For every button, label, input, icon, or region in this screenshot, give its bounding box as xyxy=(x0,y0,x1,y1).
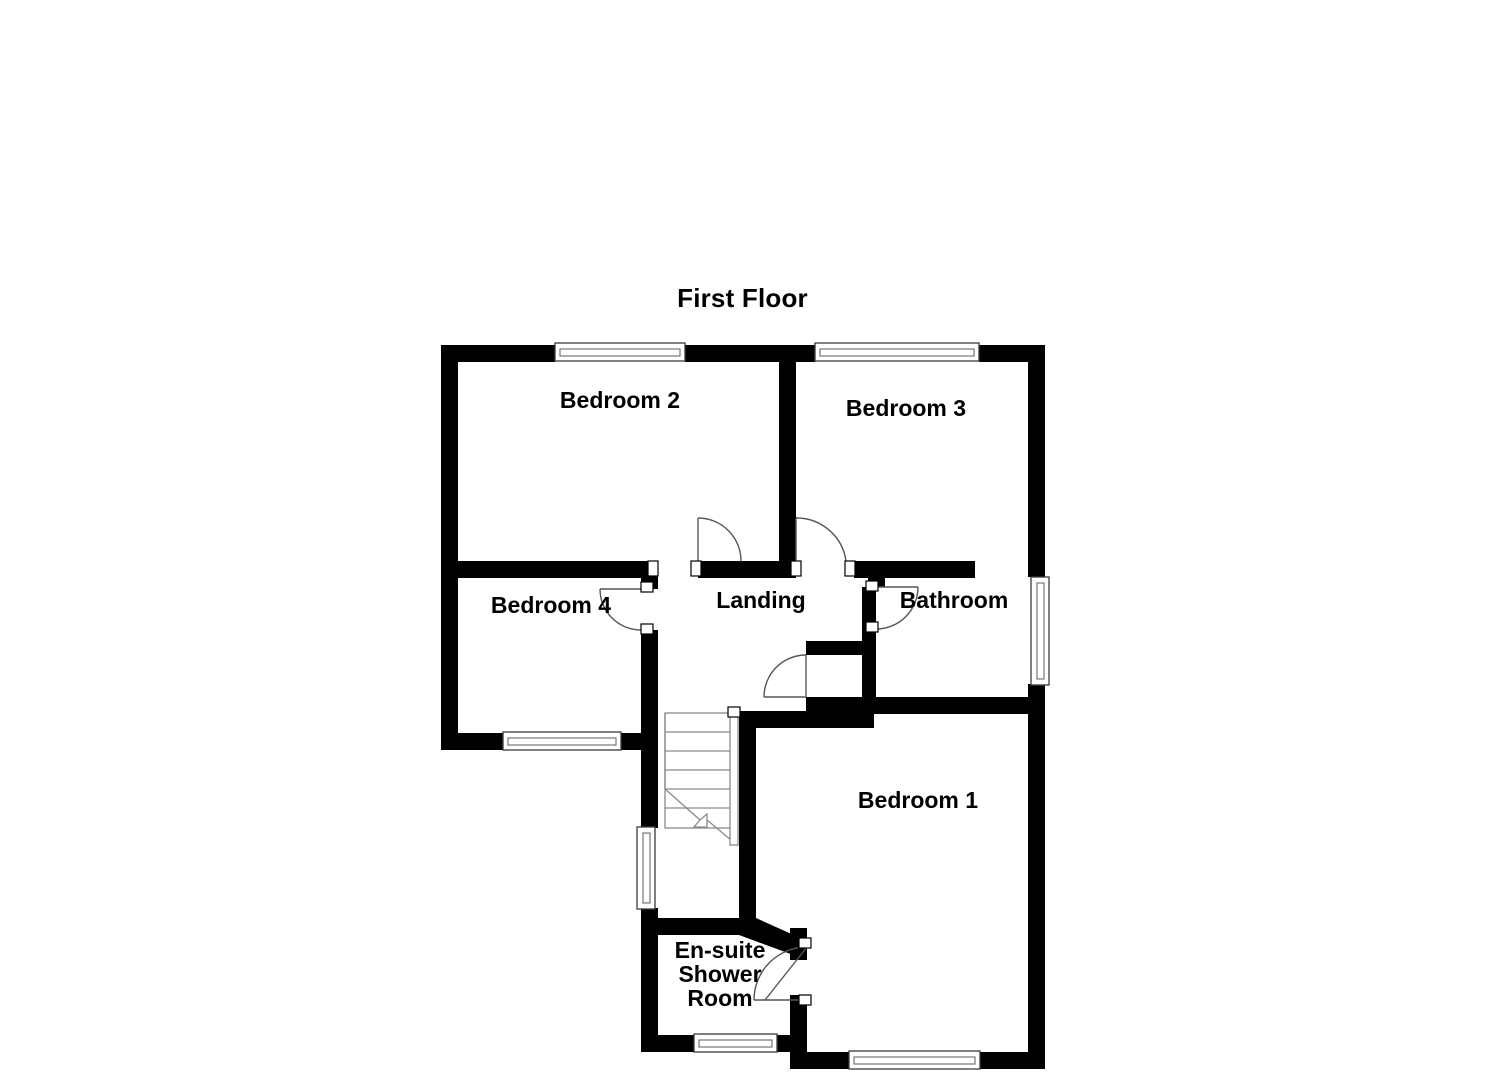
wall-west-stairs-lower xyxy=(641,908,658,1052)
room-label-ensuite-line1: En-suite xyxy=(675,937,766,963)
wall-airing-cupboard-east xyxy=(862,587,876,711)
walls-group xyxy=(441,345,1045,1069)
room-label-bedroom-2: Bedroom 2 xyxy=(560,387,680,413)
wall-east-upper xyxy=(1028,345,1045,577)
window-bedroom-1-south xyxy=(848,1050,981,1070)
window-bedroom-4-south xyxy=(502,731,622,751)
door-bedroom-4 xyxy=(599,581,654,635)
page-title: First Floor xyxy=(677,283,808,313)
wall-east-lower xyxy=(1028,711,1045,1069)
wall-mid-horizontal-b2 xyxy=(698,561,788,578)
wall-south-bedroom4-left xyxy=(441,733,503,750)
room-label-bedroom-4: Bedroom 4 xyxy=(491,592,611,618)
wall-bedroom1-west xyxy=(739,711,756,933)
door-bathroom xyxy=(865,580,919,633)
window-stairs-west xyxy=(636,826,656,910)
room-label-ensuite-line2: Shower xyxy=(678,961,761,987)
room-label-ensuite-line3: Room xyxy=(687,985,752,1011)
window-bedroom-2-north xyxy=(554,342,686,362)
wall-airing-cupboard-bottom xyxy=(806,697,876,711)
wall-ensuite-east xyxy=(790,995,807,1069)
wall-mid-horizontal-left xyxy=(441,561,650,578)
wall-top-left xyxy=(441,345,555,362)
door-bedroom-3 xyxy=(790,517,856,577)
room-label-bedroom-1: Bedroom 1 xyxy=(858,787,978,813)
wall-ensuite-north xyxy=(658,918,748,935)
room-label-bathroom: Bathroom xyxy=(900,587,1009,613)
room-label-bedroom-3: Bedroom 3 xyxy=(846,395,966,421)
room-label-landing: Landing xyxy=(716,587,805,613)
wall-west-upper xyxy=(441,345,458,750)
wall-south-ensuite-right xyxy=(776,1035,807,1052)
doors-group xyxy=(599,517,919,1006)
wall-bathroom-bottom xyxy=(862,697,1045,714)
room-labels-group: Bedroom 2 Bedroom 3 Bedroom 4 Landing Ba… xyxy=(491,387,1008,1011)
wall-airing-cupboard-top xyxy=(806,641,876,655)
window-bedroom-3-north xyxy=(814,342,980,362)
window-bathroom-east xyxy=(1030,576,1050,686)
wall-bedroom1-north xyxy=(739,711,874,728)
wall-between-bedroom2-bedroom3 xyxy=(779,345,796,578)
wall-south-bedroom1-right xyxy=(979,1052,1045,1069)
staircase xyxy=(664,706,741,847)
door-ensuite xyxy=(753,937,812,1006)
door-airing-cupboard xyxy=(763,654,807,698)
windows-group xyxy=(502,342,1050,1070)
door-bedroom-2 xyxy=(647,517,742,577)
wall-between-bedroom4-landing-lower xyxy=(641,630,658,740)
window-ensuite-south xyxy=(693,1033,778,1053)
